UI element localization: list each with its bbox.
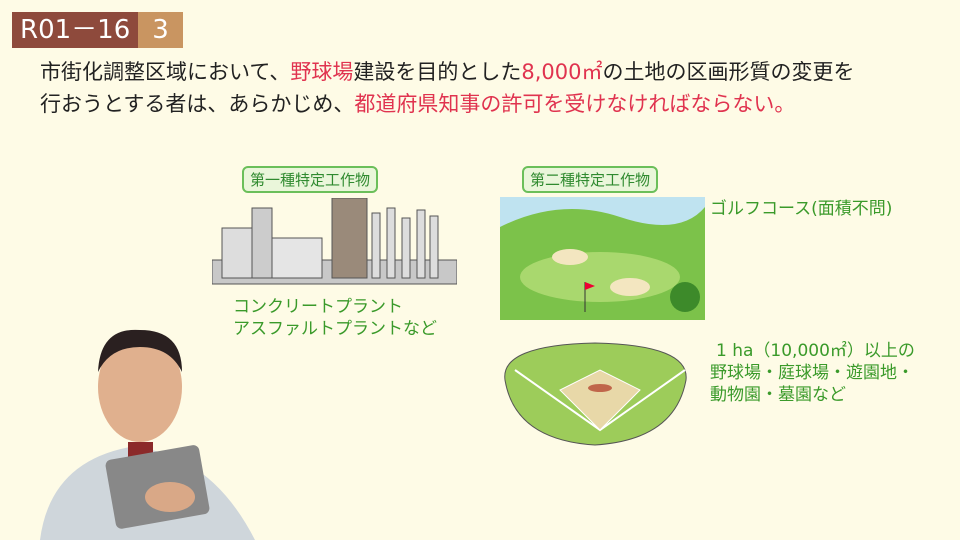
highlight: 8,000㎡ <box>521 60 603 84</box>
text: 野球場・庭球場・遊園地・ <box>710 363 914 383</box>
text: アスファルトプラントなど <box>233 319 437 339</box>
text: 動物園・墓園など <box>710 385 846 405</box>
second-class-label: 第二種特定工作物 <box>522 166 659 193</box>
highlight: 野球場 <box>290 60 354 84</box>
golf-course-text: ゴルフコース(面積不問) <box>710 199 893 219</box>
text: の土地の区画形質の変更を <box>602 60 855 84</box>
text: 市街化調整区域において、 <box>40 60 291 84</box>
question-text: 市街化調整区域において、野球場建設を目的とした8,000㎡の土地の区画形質の変更… <box>40 56 854 120</box>
presenter-image <box>40 329 255 540</box>
text: 1 ha（10,000㎡）以上の <box>716 341 915 361</box>
question-number: 3 <box>138 12 183 48</box>
plant-illustration <box>212 198 457 285</box>
question-badge: R01－16 3 <box>12 12 183 48</box>
text: 建設を目的とした <box>353 60 522 84</box>
text: 行おうとする者は、あらかじめ、 <box>40 92 355 116</box>
question-code: R01－16 <box>12 12 139 48</box>
text: コンクリートプラント <box>233 297 403 317</box>
baseball-field-illustration <box>504 342 687 446</box>
highlight: 都道府県知事の許可を受けなければならない。 <box>354 92 796 116</box>
second-class-examples: 1 ha（10,000㎡）以上の 野球場・庭球場・遊園地・ 動物園・墓園など <box>710 340 915 406</box>
golf-course-illustration <box>500 197 705 320</box>
first-class-examples: コンクリートプラント アスファルトプラントなど <box>233 296 437 340</box>
first-class-label: 第一種特定工作物 <box>242 166 379 193</box>
